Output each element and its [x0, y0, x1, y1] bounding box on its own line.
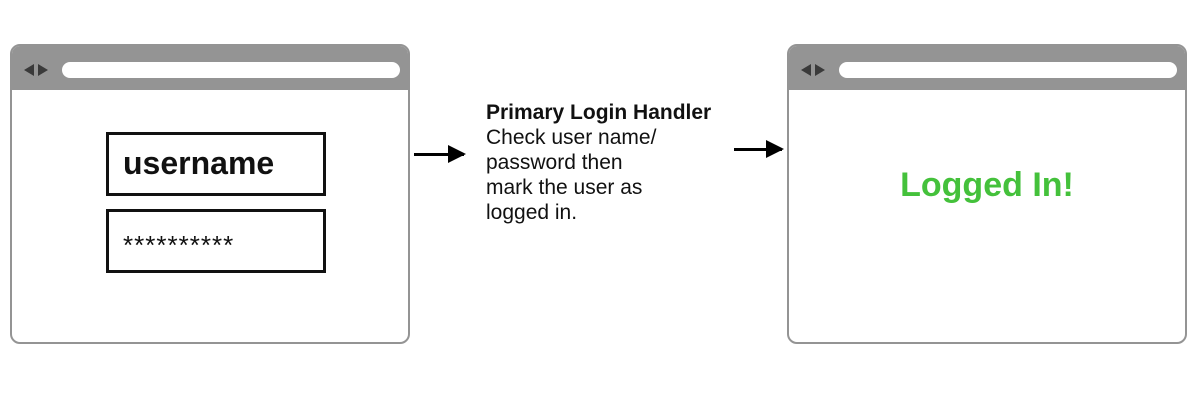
password-field[interactable]: **********	[106, 209, 326, 273]
handler-line: mark the user as	[486, 176, 643, 199]
login-handler-description: Primary Login Handler Check user name/ p…	[486, 100, 766, 225]
forward-arrow-icon[interactable]	[38, 64, 48, 76]
handler-line: Check user name/	[486, 126, 657, 149]
handler-line: logged in.	[486, 201, 578, 224]
forward-arrow-icon[interactable]	[815, 64, 825, 76]
address-bar[interactable]	[839, 62, 1177, 78]
username-field[interactable]: username	[106, 132, 326, 196]
flow-arrow-right-icon	[414, 145, 466, 163]
address-bar[interactable]	[62, 62, 400, 78]
browser-toolbar	[789, 46, 1185, 90]
back-arrow-icon[interactable]	[801, 64, 811, 76]
login-browser-window: username **********	[10, 44, 410, 344]
logged-in-status: Logged In!	[900, 166, 1074, 204]
browser-toolbar	[12, 46, 408, 90]
password-value: **********	[123, 230, 235, 260]
flow-arrow-right-icon	[734, 140, 784, 158]
nav-buttons	[24, 64, 54, 76]
back-arrow-icon[interactable]	[24, 64, 34, 76]
username-value: username	[123, 145, 275, 181]
nav-buttons	[801, 64, 831, 76]
handler-title: Primary Login Handler	[486, 101, 712, 124]
handler-line: password then	[486, 151, 623, 174]
logged-in-browser-window: Logged In!	[787, 44, 1187, 344]
